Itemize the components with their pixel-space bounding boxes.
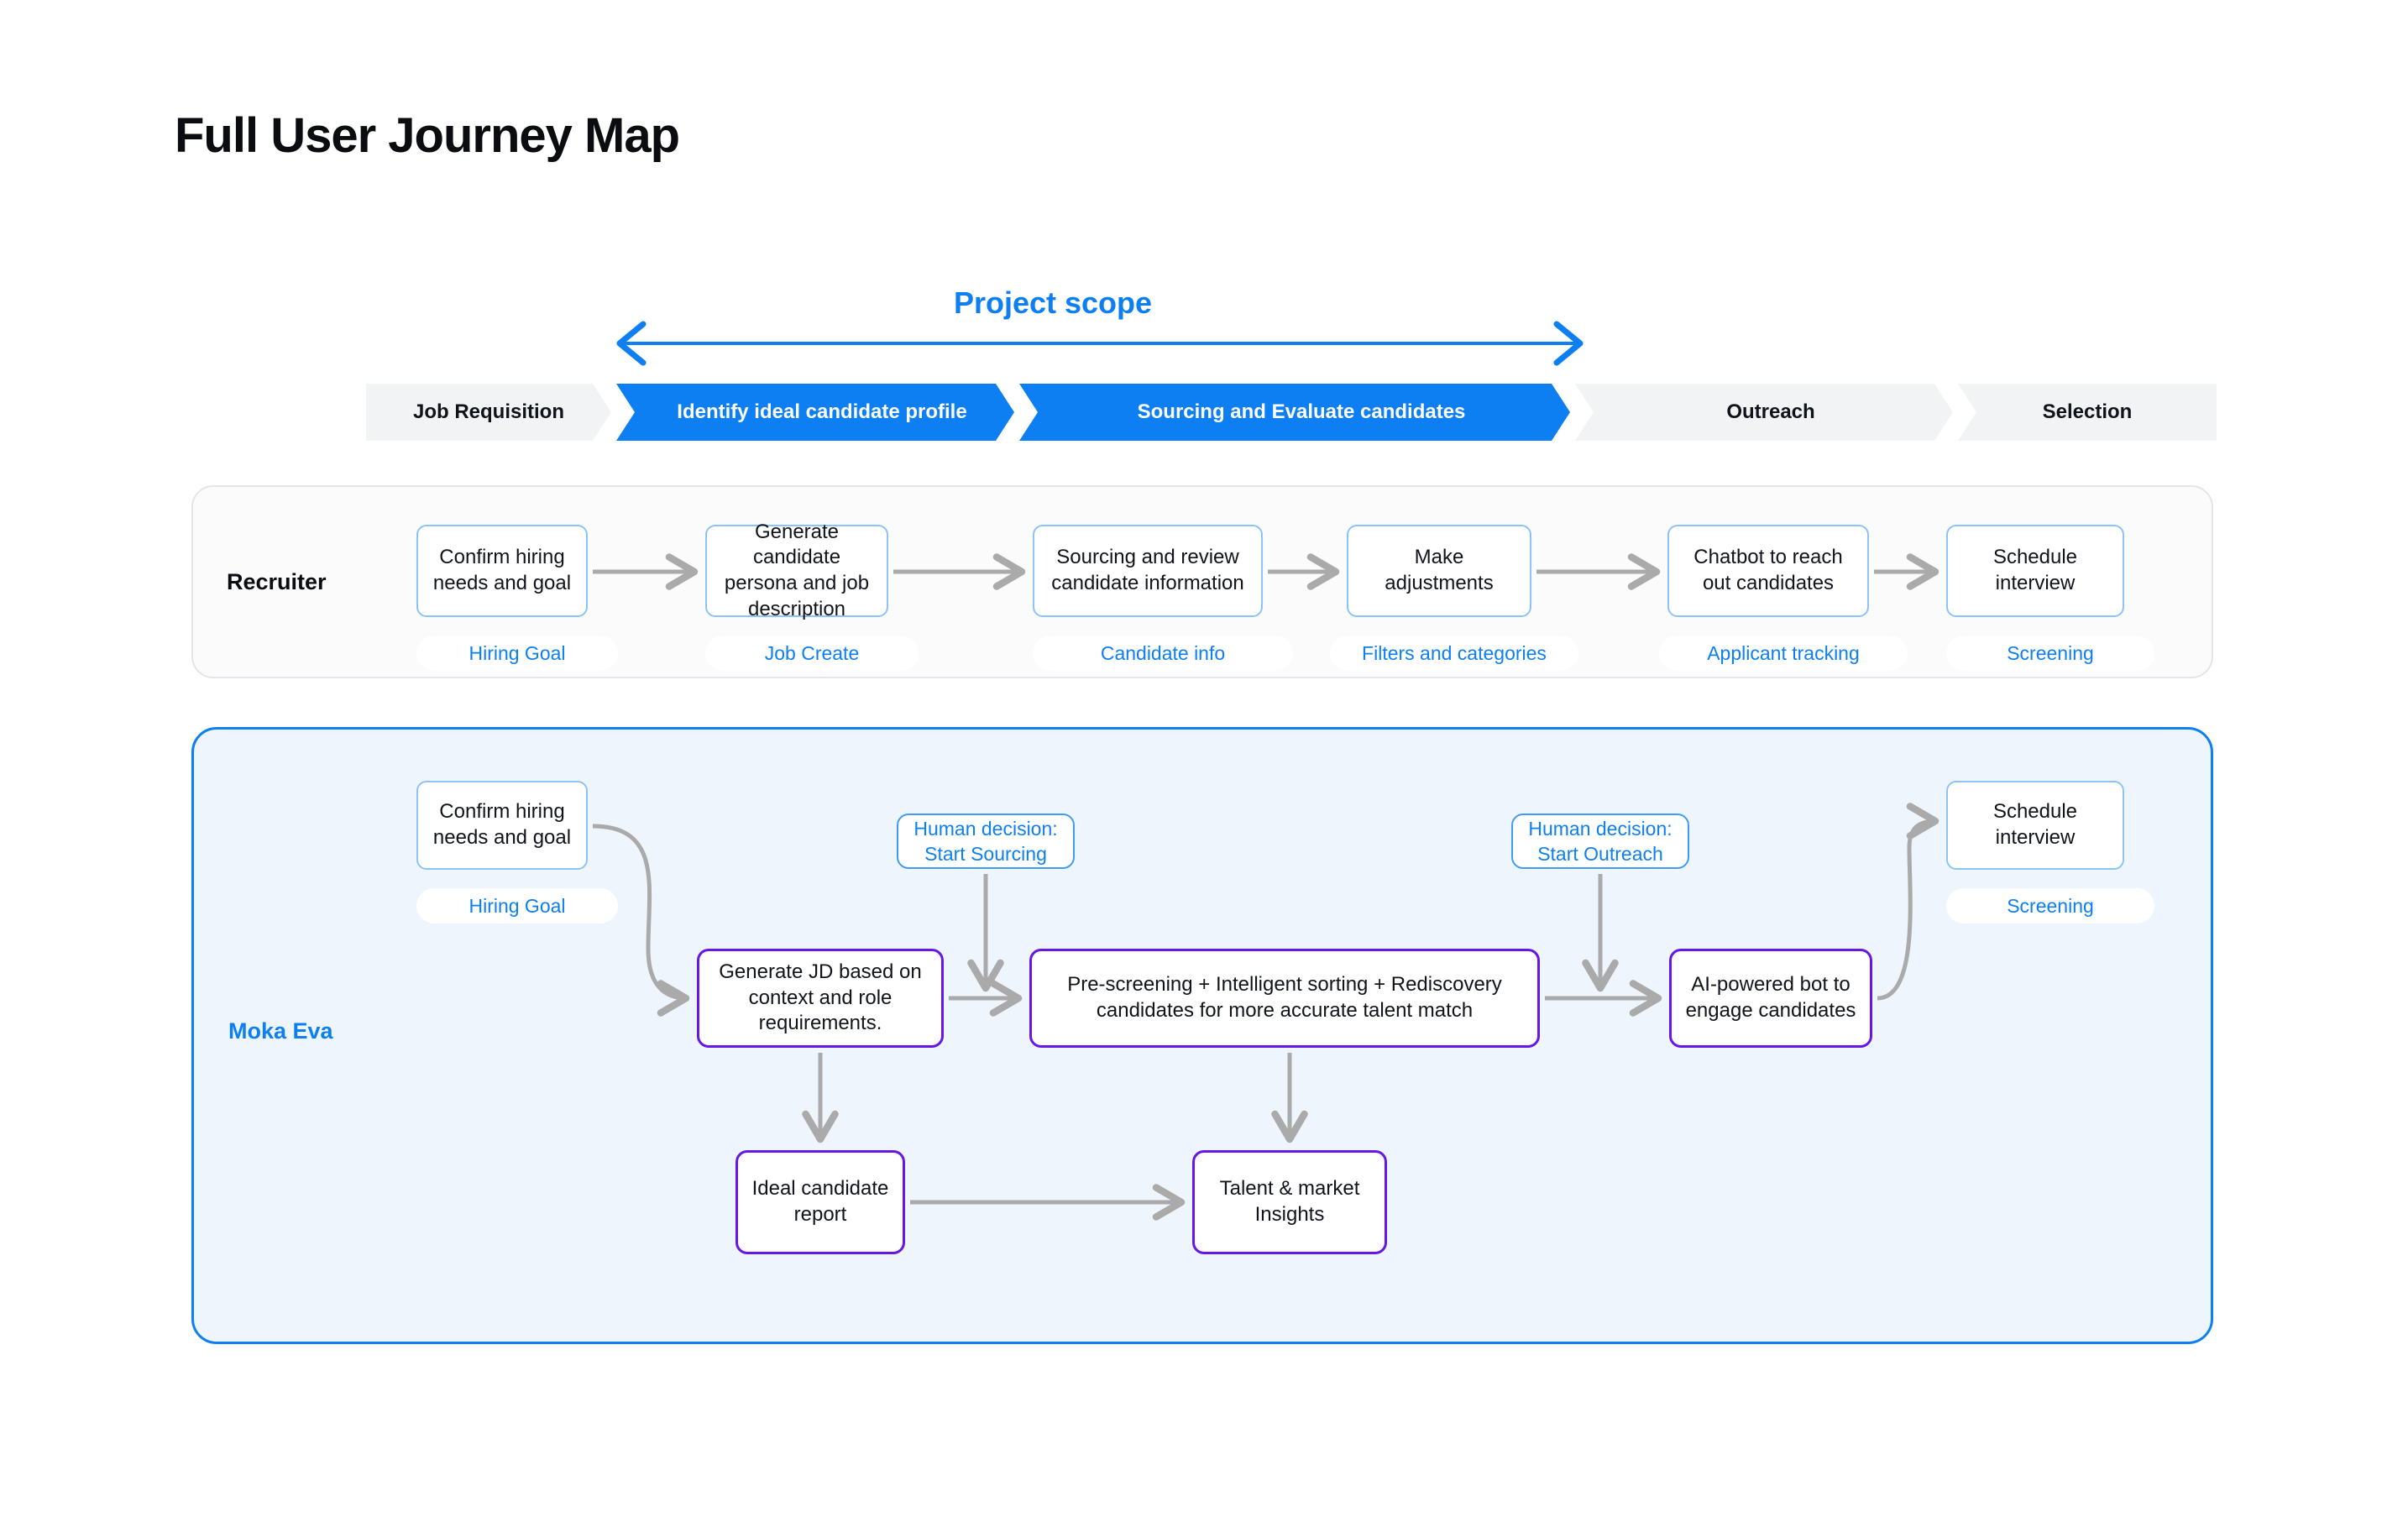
tag-text: Filters and categories <box>1362 641 1547 664</box>
moka-node-talent-market-insights[interactable]: Talent & market Insights <box>1192 1150 1387 1254</box>
recruiter-step-make-adjustments[interactable]: Make adjustments <box>1347 525 1531 617</box>
moka-node-ai-powered-bot[interactable]: AI-powered bot to engage candidates <box>1669 949 1872 1048</box>
recruiter-step-sourcing-and-review[interactable]: Sourcing and review candidate informatio… <box>1033 525 1263 617</box>
node-text: Ideal candidate report <box>751 1177 889 1226</box>
recruiter-step-schedule-interview[interactable]: Schedule interview <box>1946 525 2124 617</box>
stage-sourcing-and-evaluate-candidates[interactable]: Sourcing and Evaluate candidates <box>1019 384 1570 441</box>
tag-text: Screening <box>2007 894 2094 917</box>
stage-identify-ideal-candidate-profile[interactable]: Identify ideal candidate profile <box>616 384 1014 441</box>
node-text: Pre-screening + Intelligent sorting + Re… <box>1067 973 1502 1022</box>
node-text: Generate JD based on context and role re… <box>719 960 922 1035</box>
tag-text: Applicant tracking <box>1707 641 1860 664</box>
tag-text: Hiring Goal <box>469 641 566 664</box>
node-text: Generate candidate persona and job descr… <box>724 520 870 620</box>
node-text: Schedule interview <box>1992 546 2078 594</box>
recruiter-tag-filters-and-categories: Filters and categories <box>1330 636 1578 671</box>
decision-line-2: Start Outreach <box>1537 843 1663 865</box>
decision-line-1: Human decision: <box>913 817 1058 840</box>
decision-line-1: Human decision: <box>1528 817 1673 840</box>
stage-label: Identify ideal candidate profile <box>677 400 967 423</box>
node-text: Sourcing and review candidate informatio… <box>1051 546 1244 594</box>
recruiter-tag-hiring-goal: Hiring Goal <box>416 636 618 671</box>
stage-job-requisition[interactable]: Job Requisition <box>366 384 611 441</box>
decision-chip-start-outreach[interactable]: Human decision: Start Outreach <box>1511 814 1689 869</box>
recruiter-tag-candidate-info: Candidate info <box>1033 636 1293 671</box>
tag-text: Job Create <box>764 641 860 664</box>
moka-node-ideal-candidate-report[interactable]: Ideal candidate report <box>735 1150 905 1254</box>
recruiter-tag-job-create: Job Create <box>705 636 919 671</box>
tag-text: Hiring Goal <box>469 894 566 917</box>
double-headed-arrow-icon <box>616 321 1584 366</box>
stage-label: Sourcing and Evaluate candidates <box>1137 400 1466 423</box>
moka-eva-lane-label: Moka Eva <box>228 1018 333 1044</box>
node-text: Confirm hiring needs and goal <box>432 546 572 594</box>
moka-node-confirm-hiring-needs[interactable]: Confirm hiring needs and goal <box>416 781 588 870</box>
stage-outreach[interactable]: Outreach <box>1575 384 1953 441</box>
recruiter-step-generate-candidate-persona[interactable]: Generate candidate persona and job descr… <box>705 521 888 620</box>
recruiter-step-confirm-hiring-needs[interactable]: Confirm hiring needs and goal <box>416 525 588 617</box>
node-text: Schedule interview <box>1992 800 2078 849</box>
recruiter-tag-screening: Screening <box>1946 636 2154 671</box>
node-text: AI-powered bot to engage candidates <box>1685 973 1856 1022</box>
moka-node-pre-screening[interactable]: Pre-screening + Intelligent sorting + Re… <box>1029 949 1540 1048</box>
page-title: Full User Journey Map <box>175 108 680 163</box>
project-scope-text: Project scope <box>953 285 1153 320</box>
node-text: Make adjustments <box>1385 546 1494 594</box>
stage-selection[interactable]: Selection <box>1958 384 2217 441</box>
stage-label: Outreach <box>1726 400 1815 423</box>
moka-tag-screening: Screening <box>1946 888 2154 923</box>
tag-text: Candidate info <box>1100 641 1226 664</box>
tag-text: Screening <box>2007 641 2094 664</box>
decision-line-2: Start Sourcing <box>924 843 1047 865</box>
node-text: Confirm hiring needs and goal <box>432 800 572 849</box>
stage-label: Selection <box>2042 400 2133 423</box>
node-text: Chatbot to reach out candidates <box>1693 546 1843 594</box>
recruiter-step-chatbot-reach-out[interactable]: Chatbot to reach out candidates <box>1667 525 1869 617</box>
decision-chip-start-sourcing[interactable]: Human decision: Start Sourcing <box>897 814 1075 869</box>
moka-node-schedule-interview[interactable]: Schedule interview <box>1946 781 2124 870</box>
node-text: Talent & market Insights <box>1219 1177 1360 1226</box>
moka-tag-hiring-goal: Hiring Goal <box>416 888 618 923</box>
stage-label: Job Requisition <box>413 400 564 423</box>
journey-stage-bar: Job Requisition Identify ideal candidate… <box>366 384 2222 441</box>
recruiter-lane-label: Recruiter <box>227 569 327 594</box>
project-scope-label: Project scope <box>0 285 2408 321</box>
moka-node-generate-jd[interactable]: Generate JD based on context and role re… <box>697 949 944 1048</box>
recruiter-tag-applicant-tracking: Applicant tracking <box>1659 636 1908 671</box>
